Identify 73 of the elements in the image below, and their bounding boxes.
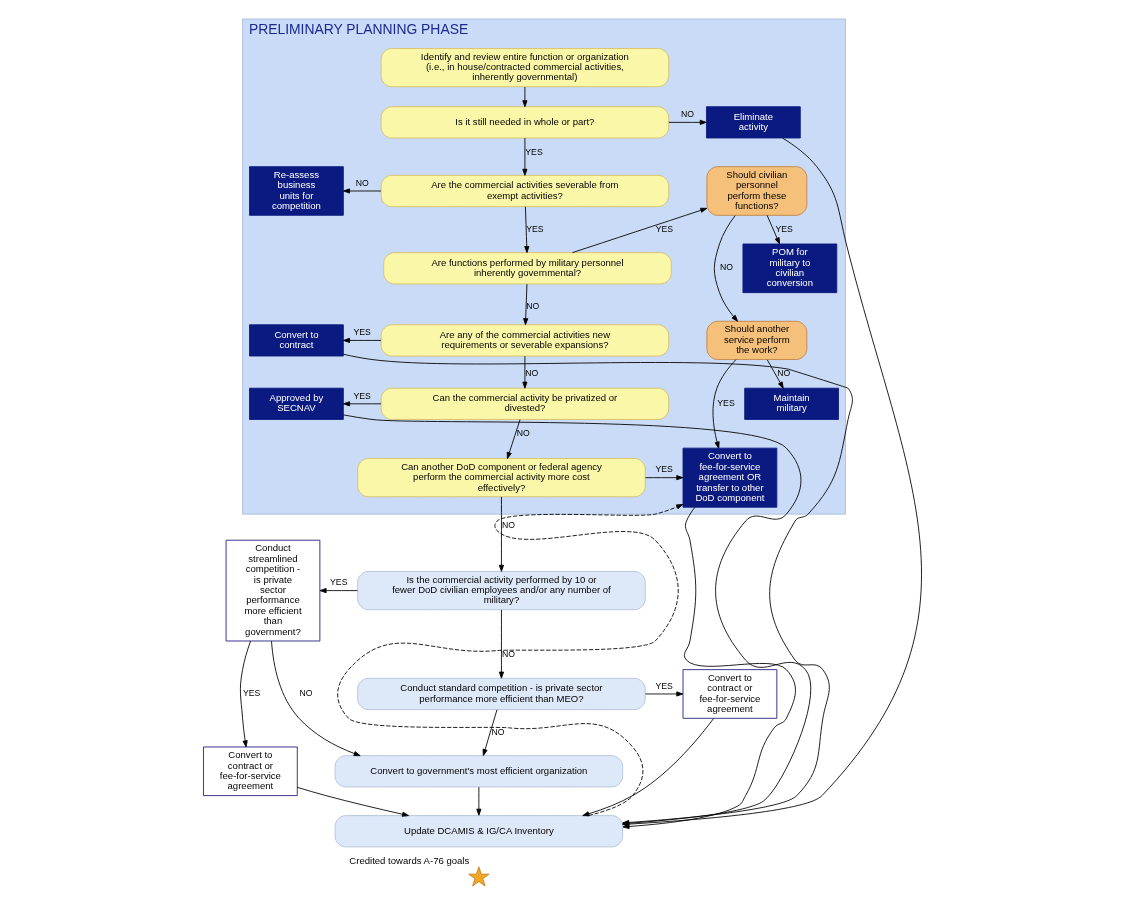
edge-label: YES — [775, 223, 793, 234]
node-box: Convert to contract or fee-for-service agreement — [203, 746, 298, 797]
node-box: Convert to government's most efficient organization — [334, 755, 624, 788]
arrow — [522, 137, 528, 176]
edge-label: NO — [777, 368, 791, 379]
edge-label: NO — [501, 649, 515, 660]
node-box: Re-assess business units for competition — [249, 166, 344, 216]
arrow — [713, 215, 738, 322]
node-box: Should another service perform the work? — [706, 320, 808, 360]
node-box: Can another DoD component or federal agency perform the commercial activity more cost effectively? — [357, 458, 646, 498]
edge-label: NO — [719, 262, 733, 273]
arrow — [296, 786, 409, 817]
arrow — [319, 588, 358, 594]
node-box: Conduct streamlined competition - is private sector performance more efficient than government? — [225, 539, 321, 642]
edge-label: YES — [655, 680, 673, 691]
edge-label: YES — [525, 146, 543, 157]
node-box: Update DCAMIS & IG/CA Inventory — [334, 815, 624, 848]
edge-label: YES — [353, 327, 371, 338]
arrow — [522, 355, 528, 389]
node-box: Is the commercial activity performed by 10 or fewer DoD civilian employees and/or any number of military? — [357, 571, 646, 611]
node-box: Should civilian personnel perform these functions? — [706, 166, 808, 216]
arrow — [571, 207, 708, 254]
arrow — [668, 119, 707, 125]
edge-label: NO — [355, 177, 369, 188]
node-box: Eliminate activity — [706, 106, 801, 139]
edge-label: NO — [526, 301, 540, 312]
edge-label: NO — [516, 427, 530, 438]
edge-label: NO — [525, 368, 539, 379]
node-box: POM for military to civilian conversion — [742, 243, 838, 294]
edge-label: NO — [299, 688, 313, 699]
arrow — [498, 609, 504, 679]
arrow — [337, 504, 684, 816]
arrow — [343, 337, 382, 343]
node-box: Convert to contract or fee-for-service agreement — [682, 669, 778, 719]
node-box: Are functions performed by military personnel inherently governmental? — [383, 252, 672, 285]
node-box: Convert to contract — [249, 324, 344, 357]
arrow — [645, 475, 684, 481]
arrow — [482, 709, 498, 756]
arrow — [766, 214, 781, 245]
node-box: Are the commercial activities severable from exempt activities? — [380, 174, 670, 208]
edge-label: YES — [243, 688, 261, 699]
arrow — [645, 691, 684, 697]
edge-label: YES — [655, 223, 674, 234]
edge-label: YES — [655, 464, 673, 475]
arrow — [476, 786, 482, 816]
edge-label: YES — [330, 577, 348, 588]
arrow — [766, 359, 784, 389]
edge-label: YES — [526, 223, 544, 234]
legend-label: Credited towards A-76 goals — [349, 855, 470, 867]
node-box: Is it still needed in whole or part? — [380, 106, 670, 139]
arrow — [343, 401, 382, 407]
arrow — [506, 419, 521, 459]
node-box: Identify and review entire function or organization (i.e., in house/contracted commercial activities, inherently governmental) — [380, 48, 670, 88]
edge-label: YES — [717, 398, 735, 408]
node-box: Convert to fee-for-service agreement OR transfer to other DoD component — [682, 447, 778, 508]
arrow — [498, 496, 504, 572]
node-box: Can the commercial activity be privatized or divested? — [380, 387, 670, 420]
edge-label: NO — [491, 726, 505, 737]
edge-label: NO — [501, 520, 515, 531]
arrow — [712, 359, 737, 449]
node-box: Conduct standard competition - is private sector performance more efficient than MEO? — [357, 677, 646, 711]
arrow — [524, 206, 530, 253]
arrow — [271, 640, 361, 757]
arrow — [523, 283, 529, 326]
node-box: Are any of the commercial activities new requirements or severable expansions? — [380, 324, 670, 357]
node-box: Maintain military — [744, 387, 839, 420]
arrow — [239, 640, 251, 748]
arrow — [582, 718, 714, 817]
arrow — [343, 188, 382, 194]
edge-label: YES — [353, 390, 371, 401]
arrow — [522, 86, 528, 108]
node-box: Approved by SECNAV — [249, 387, 344, 420]
edge-label: NO — [681, 109, 695, 120]
